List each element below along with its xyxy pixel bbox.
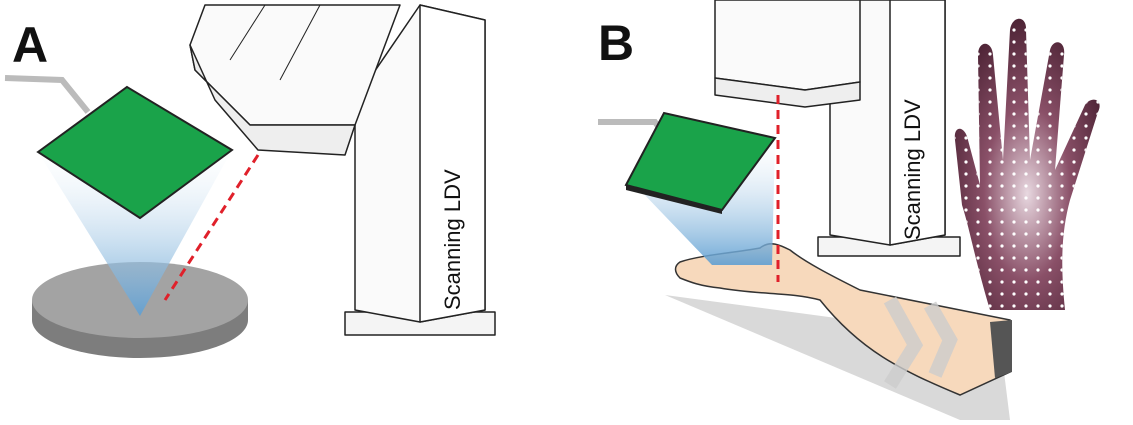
panel-label-a: A xyxy=(12,17,48,73)
scanning-ldv-b: Scanning LDV xyxy=(714,0,961,257)
panel-a: A Scanning LDV xyxy=(4,4,496,358)
cable xyxy=(4,75,91,114)
sensor-plate xyxy=(36,85,234,220)
ldv-label-a: Scanning LDV xyxy=(440,169,465,310)
laser-beam xyxy=(163,154,260,301)
scanning-ldv-a: Scanning LDV xyxy=(189,4,496,336)
arm-end-cap xyxy=(990,320,1012,378)
panel-b: B Scanning LDV xyxy=(598,0,1100,420)
light-cone xyxy=(38,150,232,316)
ldv-label-b: Scanning LDV xyxy=(900,99,925,240)
hand-vibration-map xyxy=(954,18,1100,310)
arm-straps xyxy=(883,296,958,389)
panel-label-b: B xyxy=(598,15,634,71)
arm-shadow xyxy=(665,295,1010,420)
